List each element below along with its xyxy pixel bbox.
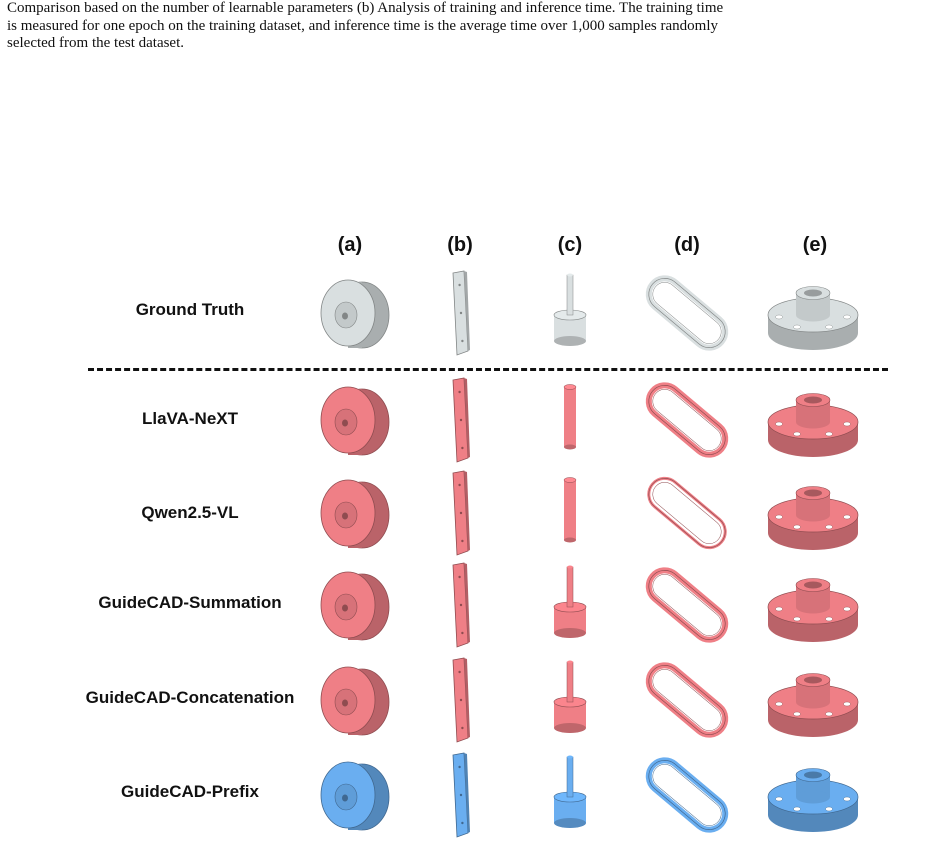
row-label-qwen: Qwen2.5-VL — [141, 503, 239, 522]
part-d-row-3 — [645, 567, 729, 643]
part-a-row-1 — [320, 386, 390, 456]
row-label-llava-next: LlaVA-NeXT — [141, 409, 239, 428]
column-label-b: (b) — [447, 234, 473, 256]
part-c-row-2 — [563, 477, 577, 543]
row-label-summation: GuideCAD-Summation — [98, 593, 282, 612]
part-b-row-3 — [452, 562, 470, 648]
part-e-row-5 — [767, 768, 859, 832]
part-e-row-1 — [767, 393, 859, 457]
part-d-row-4 — [645, 662, 729, 738]
caption-line-2: is measured for one epoch on the trainin… — [7, 17, 719, 34]
part-e-row-0 — [767, 286, 859, 350]
part-d-row-1 — [645, 382, 729, 458]
part-d-row-0 — [645, 275, 729, 351]
row-label-prefix: GuideCAD-Prefix — [121, 782, 259, 801]
part-e-row-4 — [767, 673, 859, 737]
caption-line-3: selected from the test dataset. — [7, 35, 185, 51]
part-c-row-1 — [563, 384, 577, 450]
part-a-row-4 — [320, 666, 390, 736]
part-a-row-3 — [320, 571, 390, 641]
ground-truth-divider — [88, 368, 888, 371]
part-b-row-4 — [452, 657, 470, 743]
part-d-row-5 — [645, 757, 729, 833]
row-label-concatenation: GuideCAD-Concatenation — [85, 688, 295, 707]
part-c-row-3 — [553, 565, 587, 638]
part-b-row-2 — [452, 470, 470, 556]
caption-line-1: Comparison based on the number of learna… — [7, 0, 724, 16]
part-e-row-2 — [767, 486, 859, 550]
column-label-e: (e) — [802, 234, 828, 256]
column-label-d: (d) — [674, 234, 700, 256]
part-c-row-5 — [553, 755, 587, 828]
column-label-c: (c) — [557, 234, 583, 256]
part-e-row-3 — [767, 578, 859, 642]
figure-caption: Comparison based on the number of learna… — [7, 0, 943, 53]
part-c-row-0 — [553, 273, 587, 346]
part-b-row-5 — [452, 752, 470, 838]
column-label-a: (a) — [337, 234, 363, 256]
part-a-row-0 — [320, 279, 390, 349]
part-d-row-2 — [647, 476, 727, 550]
part-a-row-2 — [320, 479, 390, 549]
part-a-row-5 — [320, 761, 390, 831]
part-b-row-0 — [452, 270, 470, 356]
part-c-row-4 — [553, 660, 587, 733]
part-b-row-1 — [452, 377, 470, 463]
row-label-ground-truth: Ground Truth — [135, 300, 245, 319]
